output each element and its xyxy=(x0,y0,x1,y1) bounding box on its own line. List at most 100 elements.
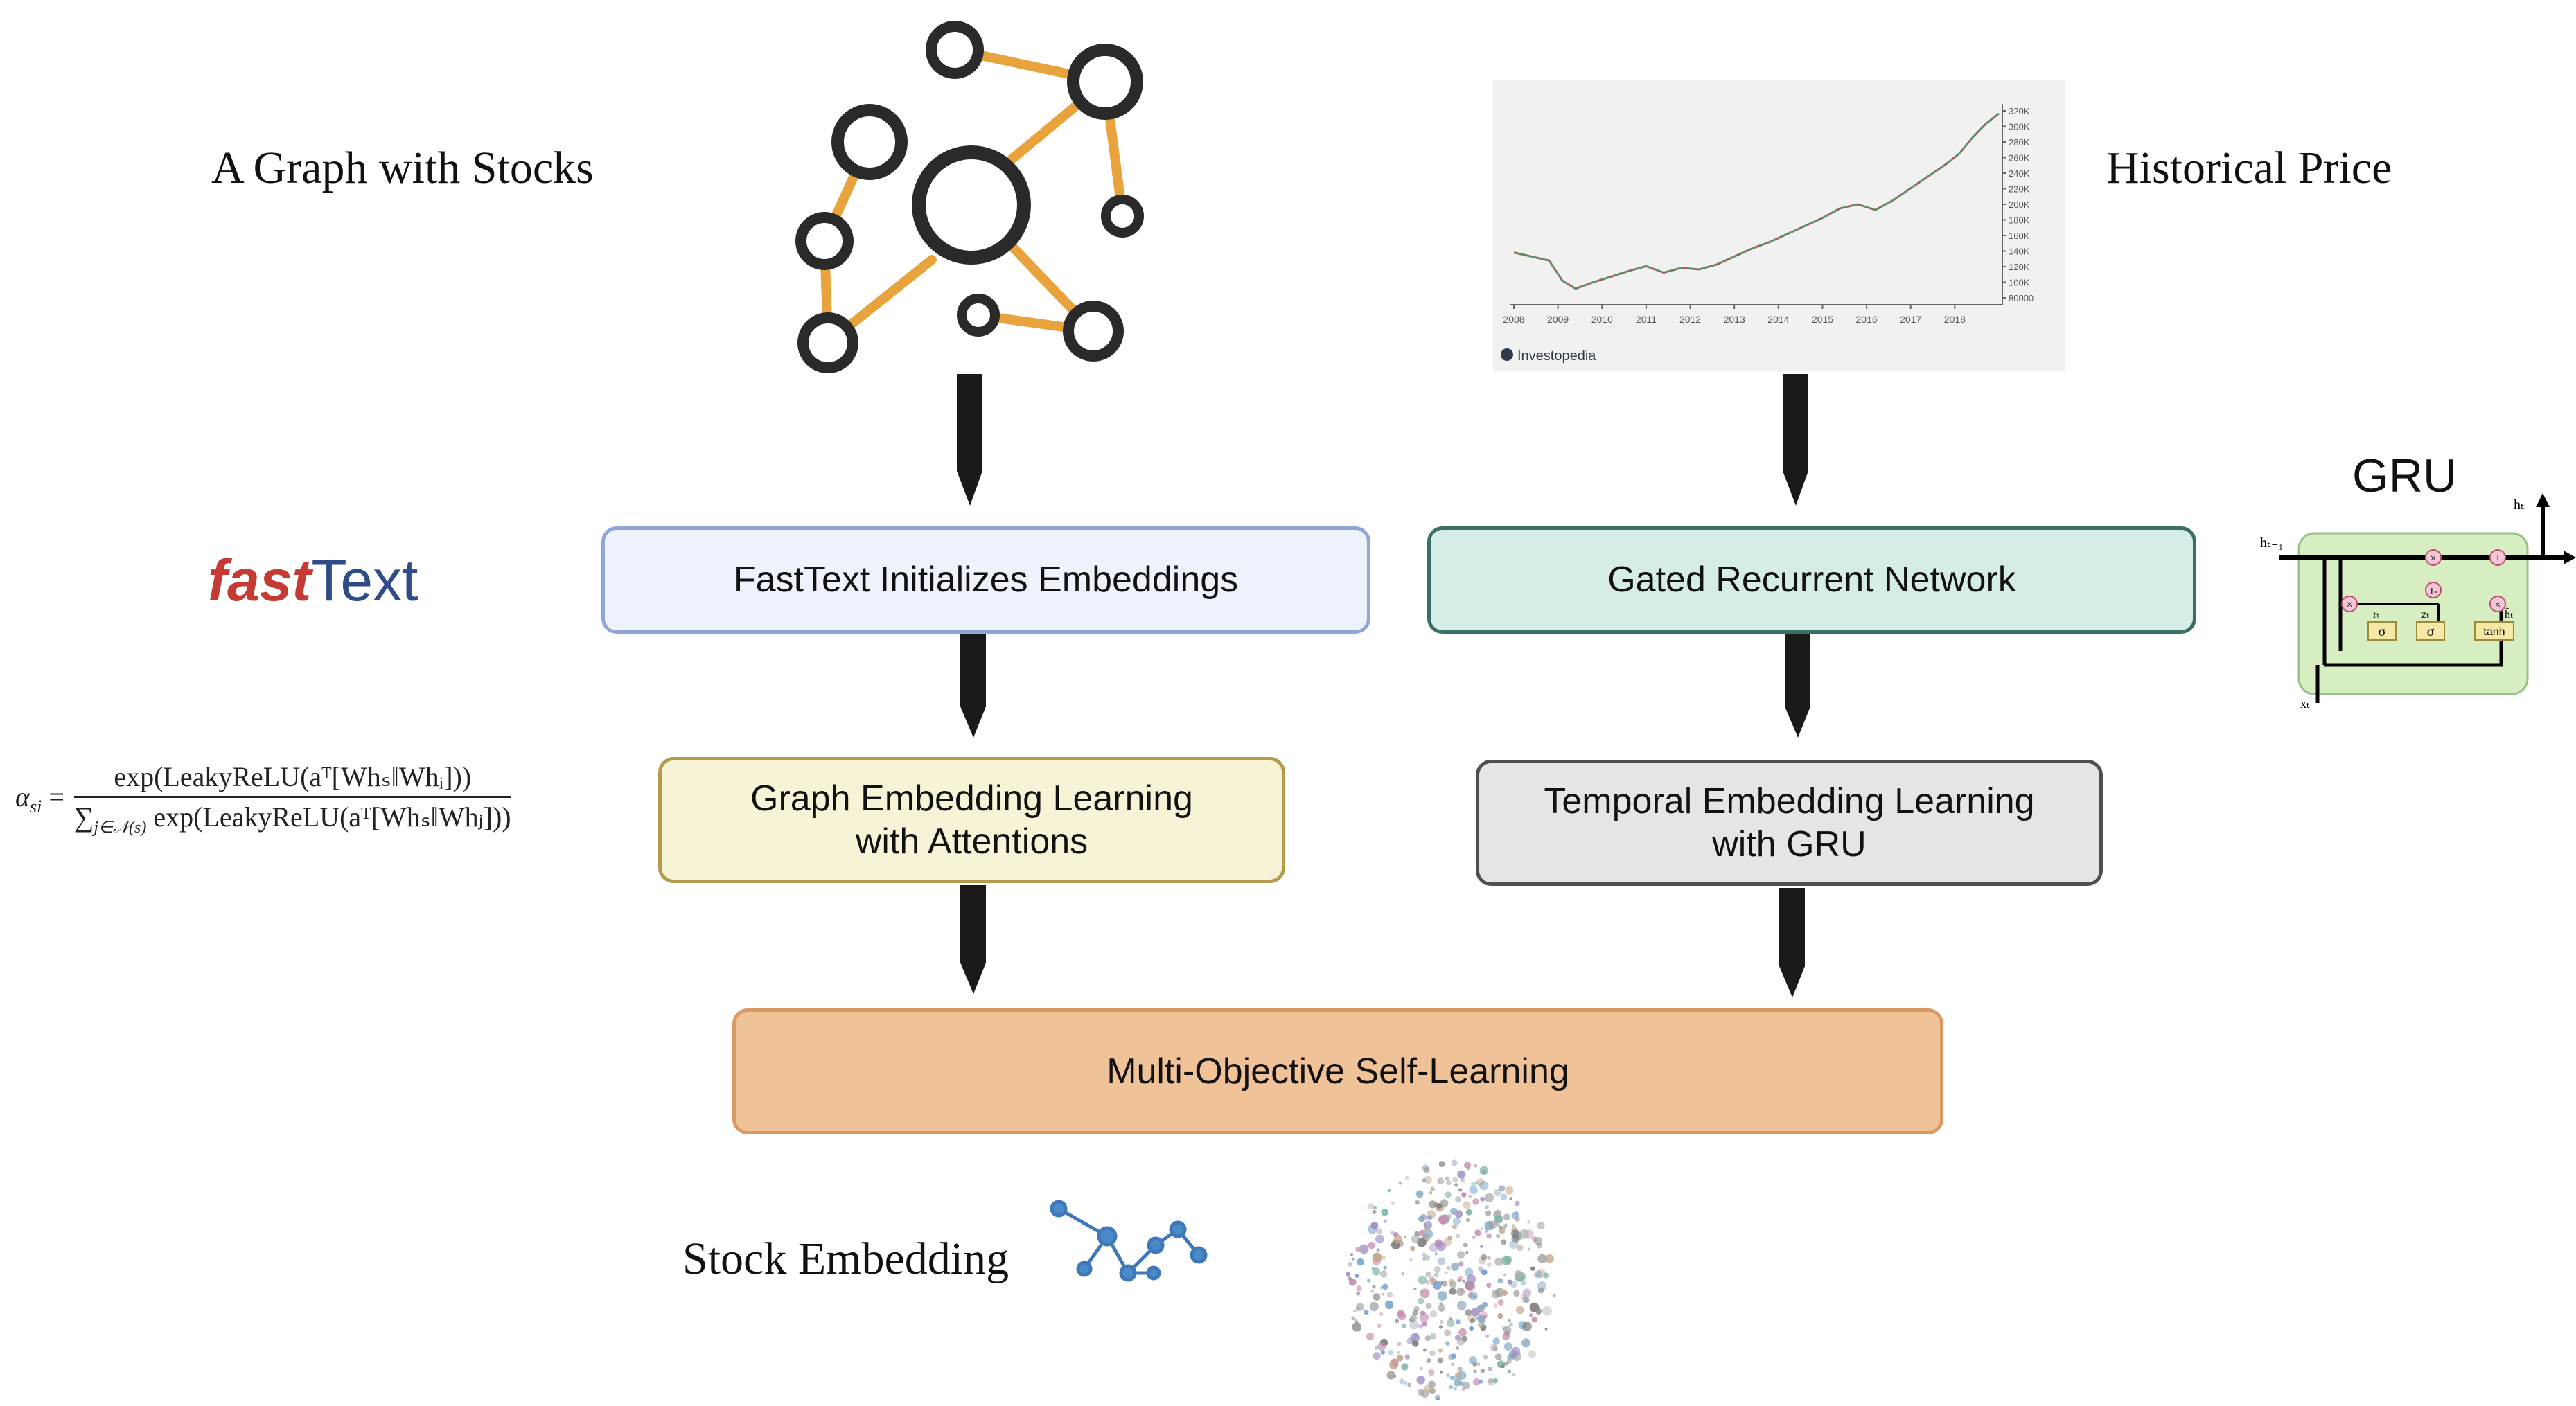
scatter-point xyxy=(1521,1280,1526,1286)
scatter-point xyxy=(1404,1354,1411,1360)
network-node xyxy=(1119,1264,1137,1282)
scatter-point xyxy=(1401,1272,1405,1276)
network-node xyxy=(1097,1226,1118,1247)
scatter-point xyxy=(1545,1254,1554,1263)
scatter-point xyxy=(1471,1182,1476,1186)
scatter-point xyxy=(1438,1325,1443,1329)
scatter-point xyxy=(1453,1379,1461,1387)
scatter-point xyxy=(1465,1281,1476,1292)
scatter-point xyxy=(1469,1356,1477,1364)
gru-z-t-label: zₜ xyxy=(2421,609,2430,621)
scatter-point xyxy=(1379,1286,1383,1290)
scatter-point xyxy=(1505,1186,1514,1195)
network-node xyxy=(1147,1236,1165,1254)
scatter-point xyxy=(1455,1210,1463,1218)
scatter-point xyxy=(1479,1181,1489,1191)
gru-one-minus-symbol: 1- xyxy=(2429,587,2437,597)
scatter-point xyxy=(1444,1329,1452,1337)
scatter-point xyxy=(1445,1271,1448,1274)
scatter-point xyxy=(1387,1189,1391,1193)
gru-mult-node-h xyxy=(2489,596,2506,612)
graph-node xyxy=(831,104,908,180)
scatter-point xyxy=(1451,1159,1458,1166)
scatter-point xyxy=(1397,1351,1400,1355)
embedding-network-icon xyxy=(1050,1200,1208,1282)
scatter-point xyxy=(1455,1196,1462,1203)
scatter-point xyxy=(1356,1285,1362,1292)
formula-fraction-bar xyxy=(73,796,511,798)
scatter-point xyxy=(1426,1358,1431,1363)
scatter-point xyxy=(1383,1219,1387,1223)
scatter-point xyxy=(1513,1290,1520,1297)
scatter-point xyxy=(1500,1193,1508,1201)
scatter-point xyxy=(1463,1162,1472,1169)
scatter-point xyxy=(1461,1192,1467,1198)
scatter-point xyxy=(1424,1220,1433,1229)
scatter-point xyxy=(1488,1366,1493,1371)
scatter-point xyxy=(1428,1369,1435,1376)
scatter-point xyxy=(1373,1352,1381,1360)
scatter-point xyxy=(1458,1261,1464,1267)
scatter-point xyxy=(1454,1183,1458,1187)
scatter-point xyxy=(1476,1304,1483,1311)
scatter-point xyxy=(1469,1291,1478,1301)
scatter-point xyxy=(1542,1306,1553,1316)
y-tick-label: 120K xyxy=(2009,262,2030,272)
scatter-point xyxy=(1410,1245,1415,1252)
scatter-point xyxy=(1367,1279,1371,1283)
scatter-point xyxy=(1449,1288,1456,1295)
flow-arrows xyxy=(957,374,1810,997)
y-tick-label: 100K xyxy=(2009,278,2030,288)
scatter-point xyxy=(1535,1270,1543,1279)
scatter-point xyxy=(1468,1194,1472,1198)
scatter-point xyxy=(1481,1254,1488,1261)
scatter-point xyxy=(1437,1257,1446,1265)
scatter-point xyxy=(1401,1363,1409,1371)
y-tick-label: 320K xyxy=(2009,106,2030,116)
scatter-point xyxy=(1493,1189,1501,1197)
x-tick-label: 2016 xyxy=(1856,314,1878,325)
scatter-point xyxy=(1456,1319,1461,1324)
scatter-point xyxy=(1379,1270,1388,1278)
gru-cell-box xyxy=(2297,532,2529,695)
scatter-point xyxy=(1424,1384,1433,1394)
gru-cell-diagram: × × 1- + × σ σ tanh hₜ₋₁ hₜ xₜ rₜ zₜ h̃ₜ xyxy=(2260,493,2576,711)
gru-add-node xyxy=(2489,549,2506,566)
scatter-point xyxy=(1534,1237,1543,1245)
scatter-point xyxy=(1419,1229,1425,1236)
scatter-point xyxy=(1379,1312,1384,1317)
x-tick-label: 2010 xyxy=(1591,314,1613,325)
scatter-point xyxy=(1413,1287,1417,1290)
scatter-point xyxy=(1463,1201,1471,1209)
scatter-point xyxy=(1355,1247,1360,1252)
scatter-point xyxy=(1528,1313,1533,1317)
scatter-point xyxy=(1439,1371,1443,1374)
scatter-point xyxy=(1457,1276,1463,1282)
scatter-point xyxy=(1359,1244,1369,1254)
price-chart-source: Investopedia xyxy=(1517,348,1596,364)
scatter-point xyxy=(1348,1276,1352,1281)
scatter-point xyxy=(1374,1346,1379,1350)
scatter-point xyxy=(1499,1227,1506,1234)
x-tick-label: 2014 xyxy=(1767,314,1789,325)
scatter-point xyxy=(1488,1378,1493,1384)
scatter-point xyxy=(1411,1234,1420,1244)
price-chart-line-red xyxy=(1513,113,2000,290)
scatter-point xyxy=(1382,1283,1388,1290)
scatter-point xyxy=(1403,1235,1407,1239)
scatter-point xyxy=(1455,1371,1462,1378)
x-tick-label: 2015 xyxy=(1812,314,1833,325)
scatter-point xyxy=(1481,1269,1488,1276)
scatter-point xyxy=(1491,1290,1501,1299)
scatter-point xyxy=(1415,1190,1424,1198)
scatter-point xyxy=(1487,1378,1495,1386)
scatter-point xyxy=(1479,1310,1488,1319)
scatter-point xyxy=(1416,1376,1425,1385)
scatter-point xyxy=(1401,1323,1406,1328)
scatter-point xyxy=(1511,1346,1521,1356)
scatter-point xyxy=(1522,1288,1532,1297)
scatter-point xyxy=(1537,1222,1545,1229)
scatter-point xyxy=(1404,1380,1408,1385)
scatter-point xyxy=(1460,1288,1464,1293)
